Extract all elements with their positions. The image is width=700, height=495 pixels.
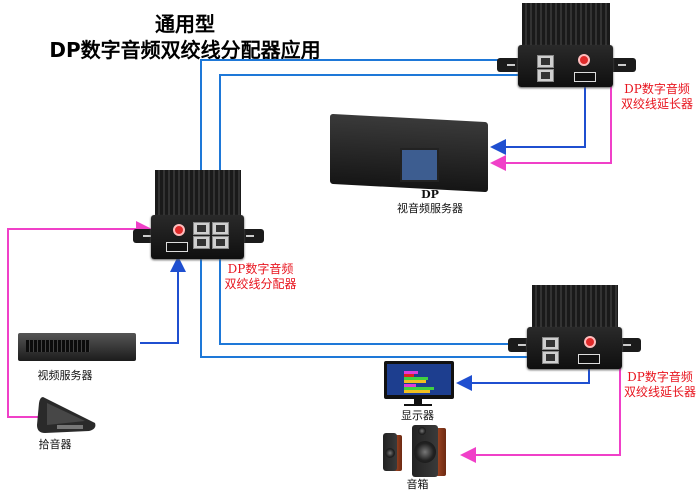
rj45-port-icon: [193, 236, 210, 249]
dp-port-icon: [578, 354, 600, 364]
microphone-pickup-icon: [37, 397, 96, 433]
tweeter-icon: [418, 427, 426, 435]
extender-heatsink: [522, 3, 610, 48]
diagram-title-line1: 通用型: [155, 12, 215, 36]
diagram-title-line2: DP数字音频双绞线分配器应用: [49, 38, 321, 62]
rj45-port-icon: [537, 69, 554, 82]
twisted-pair-cable-3: [200, 255, 545, 358]
splitter-heatsink: [155, 170, 241, 218]
screen-bar: [404, 377, 428, 380]
label-line2: 双绞线延长器: [620, 97, 693, 111]
rj45-port-icon: [193, 222, 210, 235]
screen-bar: [404, 371, 418, 374]
monitor-stand: [414, 399, 422, 404]
extender-bottom-label: DP数字音频 双绞线延长器: [620, 370, 700, 400]
drive-bays-icon: [26, 340, 90, 352]
screen-bar: [404, 380, 426, 383]
drive-bays-icon: [400, 148, 439, 182]
rj45-port-icon: [212, 222, 229, 235]
rj45-port-icon: [542, 351, 559, 364]
audio-input-cable: [7, 221, 152, 418]
twisted-pair-cable-4: [219, 255, 545, 345]
woofer-icon: [414, 441, 436, 463]
audio-jack-icon: [173, 224, 185, 236]
label-line1: DP数字音频: [227, 262, 294, 276]
extender-heatsink: [532, 285, 618, 330]
screen-bar: [404, 374, 414, 377]
rj45-port-icon: [537, 55, 554, 68]
extender-top-label: DP数字音频 双绞线延长器: [617, 82, 697, 112]
speaker-label: 音箱: [406, 478, 429, 491]
rj45-port-icon: [542, 337, 559, 350]
monitor-label: 显示器: [401, 409, 434, 422]
dp-port-icon: [166, 242, 188, 252]
pickup-label: 拾音器: [38, 438, 72, 451]
label-line1: DP数字音频: [624, 82, 690, 96]
speaker-cone-icon: [385, 448, 395, 458]
mounting-ear-right: [608, 58, 636, 72]
screen-bar: [404, 384, 416, 387]
dp-video-input-cable: [140, 256, 186, 344]
label-line2: 双绞线分配器: [224, 277, 297, 291]
screen-bar: [404, 390, 430, 393]
splitter-label: DP数字音频 双绞线分配器: [218, 262, 303, 292]
dp-output-cable-top: [490, 84, 586, 155]
label-line2: 视音频服务器: [397, 202, 463, 215]
rj45-port-icon: [212, 236, 229, 249]
label-line1: DP: [421, 188, 439, 201]
label-line1: DP数字音频: [627, 370, 693, 384]
label-line2: 双绞线延长器: [623, 385, 696, 399]
video-server-label: 视频服务器: [37, 369, 93, 382]
audio-jack-icon: [584, 336, 596, 348]
monitor-base: [404, 404, 432, 406]
screen-bar: [404, 387, 434, 390]
dp-port-icon: [574, 72, 596, 82]
twisted-pair-cable-1: [200, 59, 535, 222]
dp-output-cable-bottom: [456, 364, 590, 391]
extender-top-icon: [518, 45, 613, 87]
audio-jack-icon: [578, 54, 590, 66]
speaker-side: [392, 435, 402, 471]
av-server-label: DP 视音频服务器: [395, 188, 465, 216]
